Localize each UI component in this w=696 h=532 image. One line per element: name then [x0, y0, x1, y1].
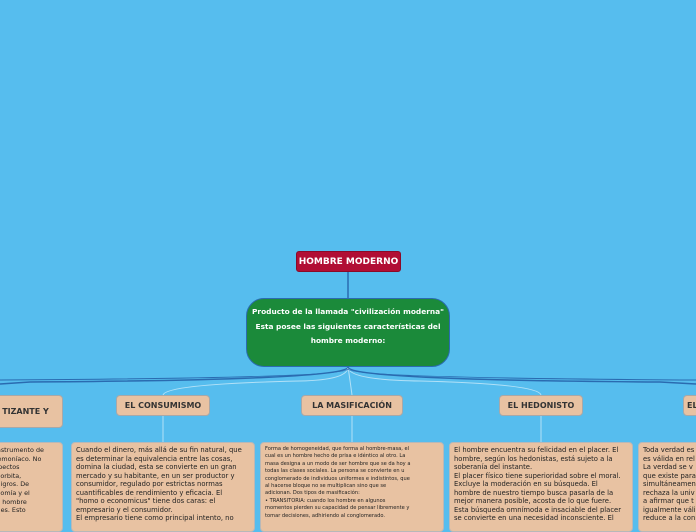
description-node-consumismo[interactable]: Cuando el dinero, más allá de su fin nat… [71, 442, 255, 532]
description-line: lidades. Esto [0, 506, 26, 515]
description-line: masa designa a un modo de ser hombre que… [265, 460, 411, 467]
topic-node-masificacion[interactable]: LA MASIFICACIÓN [301, 395, 403, 416]
description-line: Esta búsqueda omnímoda e insaciable del … [454, 505, 622, 514]
topic-node-truncated[interactable]: EL [683, 395, 696, 416]
connector-lines [0, 272, 696, 442]
description-line: reduce a la con [643, 514, 696, 522]
connector-center-topic-2 [162, 366, 349, 396]
center-node-civilizacion-moderna[interactable]: Producto de la llamada "civilización mod… [246, 298, 450, 367]
description-line: momentos pierden su capacidad de pensar … [265, 505, 410, 512]
center-line: Producto de la llamada "civilización [252, 307, 401, 316]
center-line: del hombre moderno: [310, 321, 441, 346]
description-line: Cuando el dinero, más allá de su fin nat… [76, 446, 242, 454]
description-line: es determinar la equivalencia entre las … [76, 454, 233, 463]
description-line: que existe para [643, 471, 696, 480]
description-line: ce al hombre [0, 497, 27, 506]
description-line: no instrumento de [0, 446, 44, 454]
description-line: y peligros. De [0, 480, 30, 489]
description-line: cuantificables de rendimiento y eficacia… [76, 488, 223, 497]
description-line: hombre de nuestro tiempo busca pasarla d… [454, 488, 614, 497]
connector-center-topic-5 [347, 366, 696, 385]
topic-node-consumismo[interactable]: EL CONSUMISMO [116, 395, 210, 416]
description-line: empresario y el consumidor. [76, 505, 173, 514]
description-line: soberanía del instante. [454, 463, 533, 471]
description-line: es válida en rel [643, 454, 695, 463]
description-line: El hombre encuentra su felicidad en el p… [454, 446, 619, 454]
description-line: se convierte en una necesidad inconscien… [454, 514, 614, 522]
description-line: simultáneamen [643, 480, 696, 488]
connector-center-topic-1 [0, 366, 349, 385]
description-line: igualmente váli [643, 505, 696, 514]
description-line: El placer físico tiene superioridad sobr… [454, 471, 621, 480]
description-line: La verdad se v [643, 463, 693, 471]
description-line: al hacerse bloque no se multiplican sino… [265, 483, 387, 490]
description-line: adicionan. Dos tipos de masificación: [265, 490, 360, 497]
description-line: cual es un hombre hecho de prisa e idént… [265, 453, 406, 460]
description-line: economía y el [0, 488, 30, 497]
description-line: consumidor, regulado por estrictas norma… [76, 480, 223, 488]
description-line: Toda verdad es [643, 446, 695, 454]
description-line: , desorbita, [0, 471, 22, 480]
description-line: e aspectos [0, 463, 20, 472]
description-line: conglomerado de individuos uniformes e i… [265, 475, 410, 482]
description-line: domina la ciudad, esta se convierte en u… [76, 463, 237, 471]
description-line: mercado y su habitante, en un ser produc… [76, 471, 235, 480]
description-line: Excluye la moderación en su búsqueda. El [454, 480, 598, 488]
center-line: moderna" [403, 307, 444, 316]
topic-node-tizante[interactable]: TIZANTE Y [0, 395, 63, 428]
description-line: Forma de homogeneidad, que forma al homb… [265, 446, 410, 452]
description-line: mejor manera posible, acosta de lo que f… [454, 497, 612, 505]
description-line: rechaza la univ [643, 488, 695, 497]
description-node-masificacion[interactable]: Forma de homogeneidad, que forma al homb… [260, 442, 444, 532]
description-line: hombre, según los hedonistas, está sujet… [454, 454, 613, 463]
description-node-hedonismo[interactable]: El hombre encuentra su felicidad en el p… [449, 442, 633, 532]
description-node-truncated[interactable]: Toda verdad es es válida en rel La verda… [638, 442, 696, 532]
topic-node-hedonismo[interactable]: EL HEDONISTO [499, 395, 583, 416]
description-line: todas las clases sociales. La persona se… [265, 468, 405, 475]
description-line: • TRANSITORIA: cuando los hombre en algu… [265, 497, 386, 504]
description-line: tomar decisiones, adhiriendo al conglome… [265, 512, 386, 519]
connector-center-topic-4 [347, 366, 542, 396]
description-line: El empresario tiene como principal inten… [76, 514, 234, 522]
root-node-hombre-moderno[interactable]: HOMBRE MODERNO [296, 251, 401, 272]
description-line: a afirmar que t [643, 497, 694, 505]
description-line: "homo o economicus" tiene dos caras: el [76, 497, 216, 505]
center-line: Esta posee las siguientes característica… [255, 321, 426, 331]
